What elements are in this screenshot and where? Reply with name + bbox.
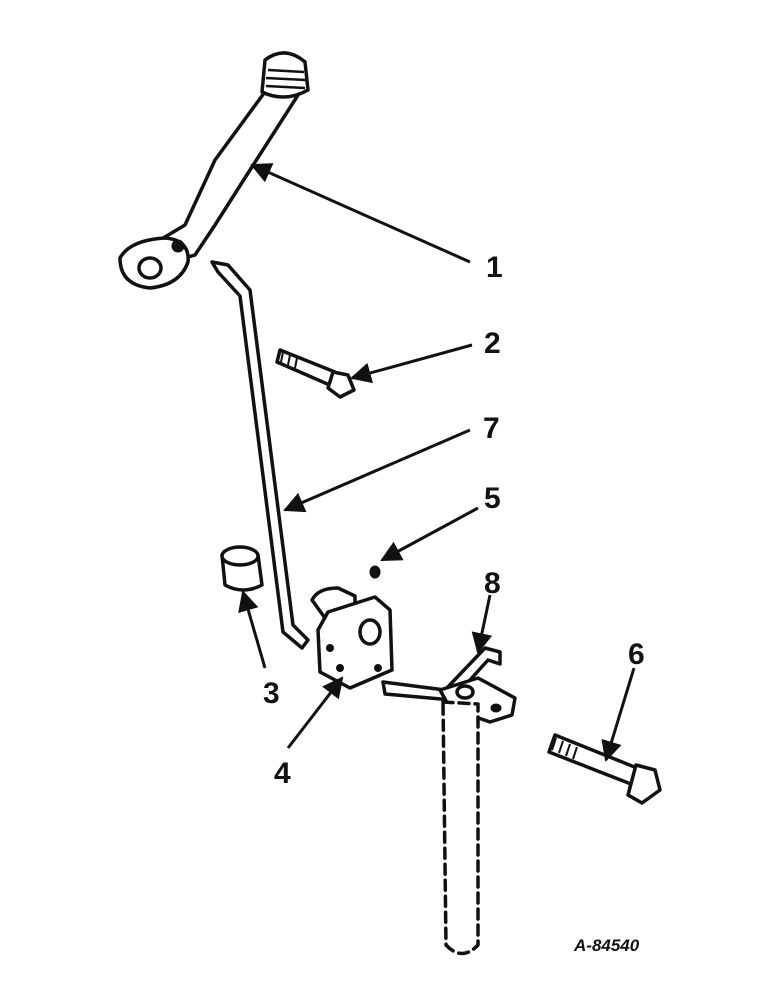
callout-8: 8: [484, 567, 501, 600]
bushing: [220, 545, 264, 592]
long-bolt: [547, 733, 662, 805]
small-pin: [369, 565, 381, 579]
callout-7: 7: [483, 412, 500, 445]
leader-line-8: [471, 594, 493, 655]
leader-line-2: [349, 343, 473, 384]
drawing-reference: A-84540: [573, 936, 640, 955]
callout-6: 6: [628, 638, 645, 671]
leader-line-3: [238, 589, 267, 669]
callout-5: 5: [484, 482, 501, 515]
bolt: [275, 348, 356, 399]
callout-1: 1: [486, 251, 503, 284]
leader-line-7: [283, 428, 471, 513]
bent-rod: [381, 646, 502, 702]
leader-line-5: [380, 506, 479, 562]
leader-lines: [238, 163, 636, 763]
bracket: [310, 586, 394, 690]
callout-2: 2: [484, 327, 501, 360]
callout-4: 4: [274, 757, 291, 790]
leader-line-1: [250, 163, 471, 264]
shift-rod: [210, 260, 310, 650]
shaft-with-clamp: [438, 676, 517, 956]
leader-line-4: [286, 676, 344, 749]
leader-line-6: [601, 667, 636, 763]
shift-lever: [118, 51, 310, 290]
callout-3: 3: [263, 677, 280, 710]
